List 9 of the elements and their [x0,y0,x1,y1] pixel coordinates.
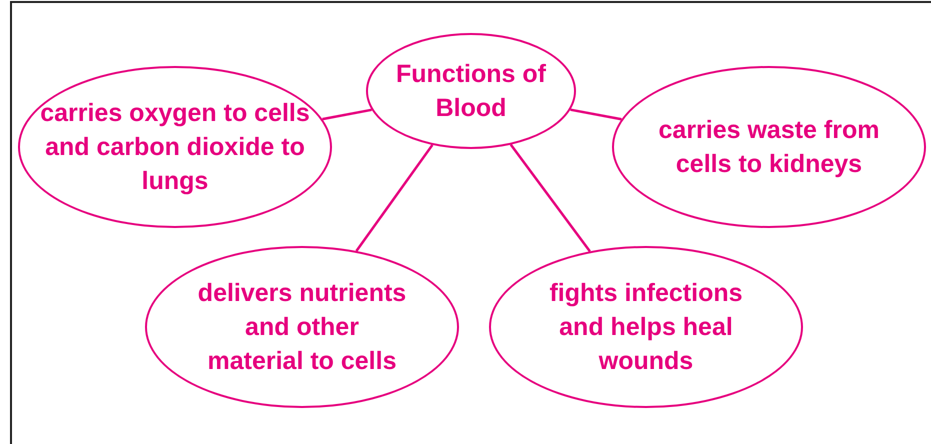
node-text: carries waste from cells to kidneys [658,115,880,180]
connector-line [355,144,434,252]
node-text: Functions of Blood [396,59,546,124]
node-text: carries oxygen to cells and carbon dioxide to lungs [40,98,310,197]
node-text: delivers nutrients and other material to cells [196,278,408,377]
connector-line [570,108,622,120]
node-text: fights infections and helps heal wounds [548,278,744,377]
connector-line [510,144,591,252]
connector-line [322,108,372,120]
